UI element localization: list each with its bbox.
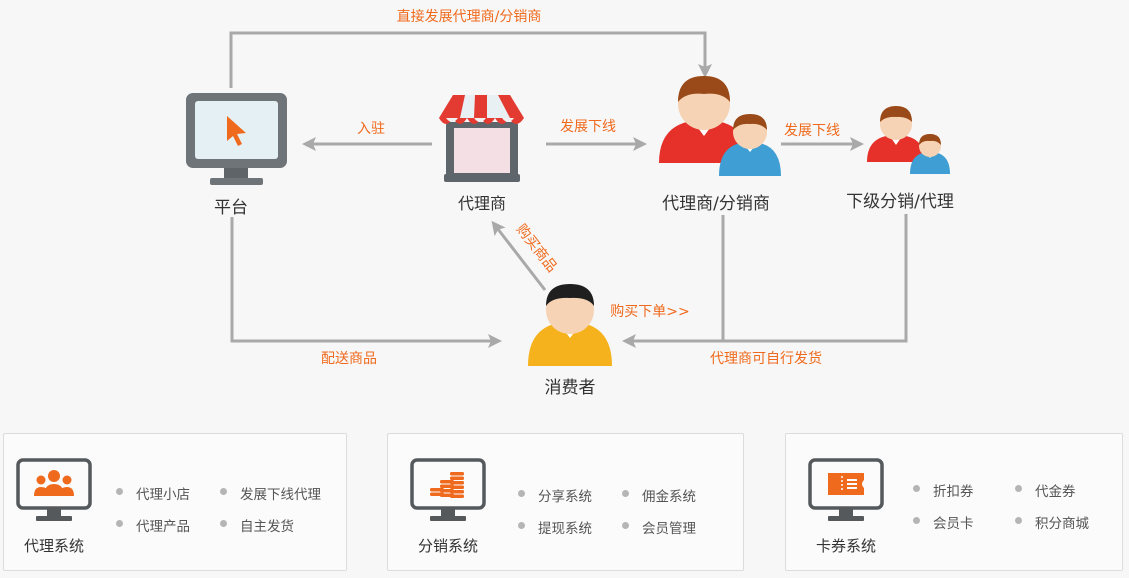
feature-item: 代金券 [1015, 480, 1076, 500]
people-icon [34, 470, 74, 496]
sub-distributor-label: 下级分销/代理 [846, 192, 954, 212]
monitor-icon [186, 93, 287, 185]
agent-system-card: 代理系统 代理小店 发展下线代理 代理产品 自主发货 [3, 433, 347, 571]
monitor-icon [16, 458, 92, 521]
feature-item: 自主发货 [220, 515, 294, 535]
platform-node: 平台 [186, 93, 287, 218]
person-icon [528, 284, 612, 366]
people-small-icon [867, 106, 950, 174]
agent-label: 代理商 [458, 194, 506, 213]
sub-distributor-node: 下级分销/代理 [846, 106, 954, 212]
monitor-icon [808, 458, 884, 521]
edge-buy-line [491, 220, 547, 291]
edge-self-ship-label: 代理商可自行发货 [710, 350, 822, 367]
edge-self-ship-line [622, 214, 908, 348]
ticket-icon [828, 473, 864, 495]
edge-deliver-line [230, 217, 502, 348]
edge-develop2-label: 发展下线 [784, 123, 840, 139]
platform-label: 平台 [214, 198, 248, 218]
monitor-icon [410, 458, 486, 521]
edge-order-label: 购买下单>> [610, 304, 689, 320]
feature-item: 代理小店 [116, 483, 190, 503]
edge-direct-label: 直接发展代理商/分销商 [397, 8, 542, 25]
flow-diagram: 直接发展代理商/分销商 入驻 发展下线 发展下线 购买商品 购买下单>> 配送商… [186, 8, 954, 398]
edge-deliver-label: 配送商品 [321, 351, 377, 367]
feature-item: 提现系统 [518, 517, 592, 537]
feature-item: 积分商城 [1015, 512, 1089, 532]
edge-develop1-label: 发展下线 [560, 119, 616, 135]
feature-item: 会员管理 [622, 517, 696, 537]
connectors [229, 31, 908, 348]
consumer-label: 消费者 [545, 378, 596, 398]
card-title: 分销系统 [417, 537, 478, 555]
edge-buy-goods-label: 购买商品 [513, 222, 560, 276]
feature-item: 分享系统 [518, 485, 592, 505]
feature-item: 佣金系统 [622, 485, 696, 505]
consumer-node: 消费者 [528, 284, 612, 398]
card-title: 代理系统 [23, 537, 84, 555]
feature-item: 折扣券 [913, 480, 974, 500]
cursor-icon [227, 116, 246, 146]
agent-distributor-label: 代理商/分销商 [662, 194, 770, 214]
feature-item: 发展下线代理 [220, 483, 321, 503]
people-icon [659, 76, 781, 176]
feature-item: 代理产品 [116, 515, 190, 535]
agent-node: 代理商 [439, 95, 524, 213]
agent-distributor-node: 代理商/分销商 [659, 76, 781, 214]
card-title: 卡券系统 [815, 537, 876, 555]
edge-enter-label: 入驻 [357, 121, 385, 137]
edge-direct-line [229, 31, 712, 88]
coupon-system-card: 卡券系统 折扣券 代金券 会员卡 积分商城 [785, 433, 1123, 571]
shop-icon [439, 95, 524, 182]
coins-icon [430, 472, 464, 498]
feature-item: 会员卡 [913, 512, 974, 532]
distribution-system-card: 分销系统 分享系统 佣金系统 提现系统 会员管理 [387, 433, 744, 571]
